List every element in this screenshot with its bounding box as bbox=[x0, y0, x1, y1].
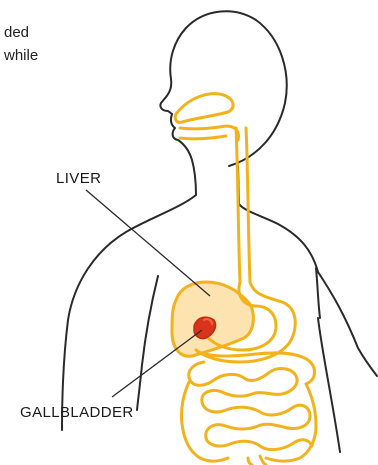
rectum bbox=[248, 456, 266, 465]
gallbladder-label: GALLBLADDER bbox=[20, 404, 134, 421]
caption-fragment-2: while bbox=[3, 47, 38, 64]
left-arm-inner bbox=[137, 276, 158, 410]
body-outline bbox=[62, 11, 377, 452]
esophagus-right bbox=[246, 128, 250, 282]
liver-leader-line bbox=[86, 190, 210, 296]
liver-label: LIVER bbox=[56, 170, 101, 187]
right-arm-outline bbox=[318, 272, 377, 376]
esophagus-left bbox=[236, 128, 240, 282]
mouth-cavity bbox=[175, 94, 233, 123]
small-intestine bbox=[189, 362, 312, 450]
right-flank bbox=[318, 318, 340, 452]
throat bbox=[180, 126, 239, 140]
caption-fragment-1: ded bbox=[4, 24, 29, 41]
digestive-tract bbox=[175, 94, 316, 465]
